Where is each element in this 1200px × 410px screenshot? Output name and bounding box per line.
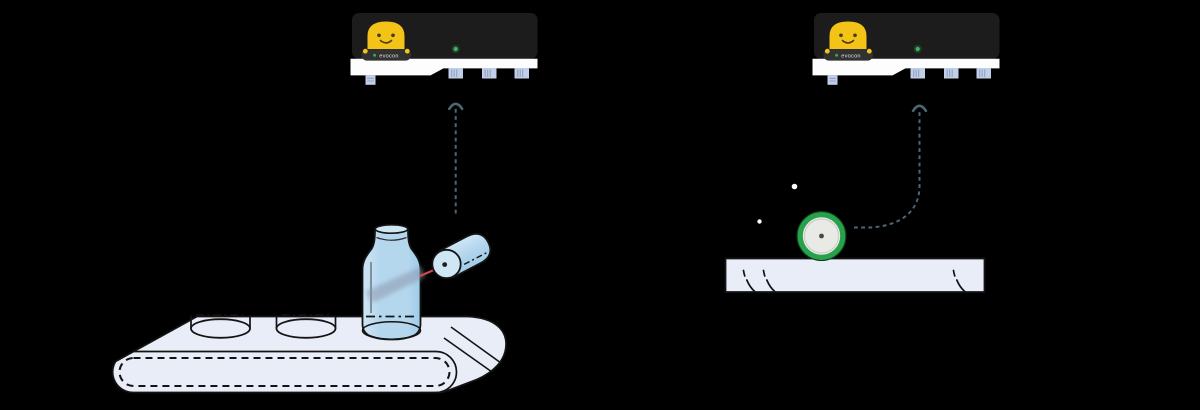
mascot-eye-left xyxy=(377,33,381,38)
bar-tick-3 xyxy=(952,269,966,293)
arrow-up-icon xyxy=(911,104,928,113)
device-ports xyxy=(910,68,991,79)
belt-roller-lines xyxy=(443,326,502,373)
wheel-inner-rim xyxy=(804,218,839,254)
device-tab xyxy=(365,75,376,85)
bottle-base xyxy=(190,318,251,339)
sparkle-dot-2 xyxy=(757,219,762,224)
scene-bottling-line xyxy=(111,223,507,394)
belt-loop-dashed xyxy=(118,357,451,387)
belt-front-edge xyxy=(133,350,458,394)
wheel-outer-rim xyxy=(796,210,847,262)
milk-bottle xyxy=(361,223,426,341)
mascot-smile xyxy=(841,39,855,44)
bottle-base xyxy=(275,318,337,339)
mascot-hand-right xyxy=(866,48,872,54)
scene-machine-wheel xyxy=(724,183,986,293)
mascot-eye-left xyxy=(839,33,843,38)
mascot-body xyxy=(367,21,405,52)
wheel-hub-dot xyxy=(819,233,824,239)
mascot-hand-right xyxy=(404,48,410,54)
monitoring-device-right: evocon xyxy=(812,13,1000,85)
logo-leaf-icon xyxy=(835,53,839,57)
signal-arrow-left xyxy=(448,102,464,214)
machine-bar xyxy=(724,257,986,293)
logo-band xyxy=(361,49,411,61)
mascot-eye-right xyxy=(853,33,857,38)
logo-text: evocon xyxy=(379,53,399,59)
arrow-dashed-curve xyxy=(854,110,921,229)
mascot-hand-left xyxy=(362,48,368,54)
laser-sensor xyxy=(431,232,492,280)
sensor-emitter-dot xyxy=(442,262,448,267)
sparkle-dot-1 xyxy=(791,183,798,190)
empty-bottle-2 xyxy=(275,314,337,339)
bar-tick-2 xyxy=(762,269,776,293)
laser-scatter-beam xyxy=(365,266,426,303)
evocon-mascot: evocon xyxy=(361,21,411,61)
green-wheel xyxy=(796,210,847,262)
evocon-mascot: evocon xyxy=(823,21,873,61)
mascot-smile xyxy=(379,39,393,44)
bottle-opening xyxy=(374,223,409,235)
empty-bottle-1 xyxy=(190,314,251,339)
sensor-dashes xyxy=(463,252,487,266)
logo-band xyxy=(823,49,873,61)
bottle-neck-ring xyxy=(376,236,407,241)
device-base xyxy=(812,58,1000,76)
device-tab xyxy=(827,75,838,85)
device-ports xyxy=(448,68,529,79)
logo-leaf-icon xyxy=(373,53,377,57)
arrow-up-icon xyxy=(448,102,464,111)
device-base xyxy=(350,58,538,76)
status-led xyxy=(453,46,458,52)
mascot-body xyxy=(829,21,867,52)
bottle-inner-rim xyxy=(361,321,422,340)
mascot-hand-left xyxy=(824,48,830,54)
logo-text: evocon xyxy=(841,53,861,59)
bar-tick-1 xyxy=(742,269,756,293)
signal-arrow-right xyxy=(854,104,928,229)
monitoring-device-left: evocon xyxy=(350,13,538,85)
mascot-eye-right xyxy=(391,33,395,38)
status-led xyxy=(915,46,920,52)
